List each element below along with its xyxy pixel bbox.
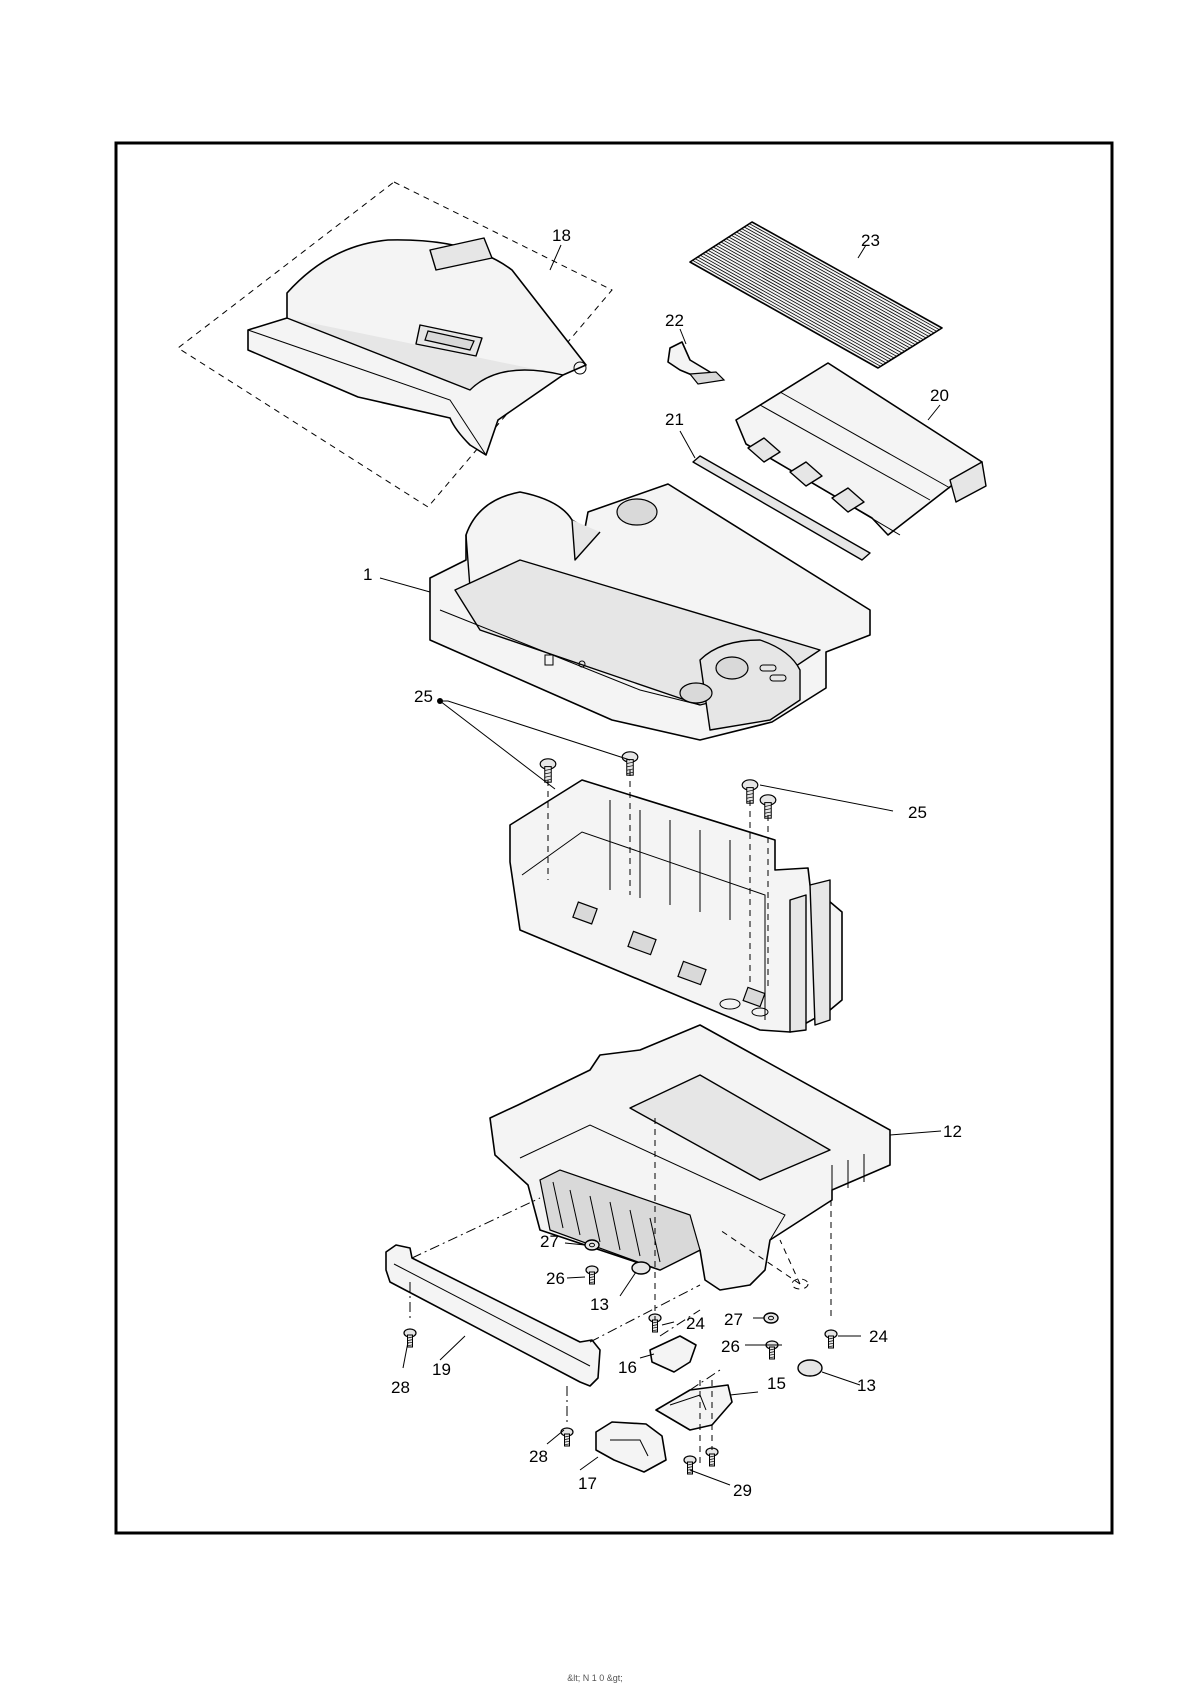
label-24-right: 24 bbox=[869, 1327, 888, 1346]
label-15: 15 bbox=[767, 1374, 786, 1393]
label-27-right: 27 bbox=[724, 1310, 743, 1329]
foot-13-b bbox=[798, 1360, 822, 1376]
label-20: 20 bbox=[930, 386, 949, 405]
page-footer: &lt; N 1 0 &gt; bbox=[567, 1673, 623, 1683]
label-28-left: 28 bbox=[391, 1378, 410, 1397]
label-25-right: 25 bbox=[908, 803, 927, 822]
part-17-bracket bbox=[596, 1422, 666, 1472]
foot-13-a bbox=[632, 1262, 650, 1274]
label-24-left: 24 bbox=[686, 1314, 705, 1333]
label-26-right: 26 bbox=[721, 1337, 740, 1356]
part-23-grille bbox=[690, 222, 942, 368]
label-12: 12 bbox=[943, 1122, 962, 1141]
part-16-bracket bbox=[650, 1336, 696, 1372]
part-22-clip bbox=[668, 342, 724, 384]
part-19-front-bezel bbox=[386, 1245, 600, 1386]
washer-27-b bbox=[764, 1313, 778, 1323]
middle-frame bbox=[510, 780, 842, 1032]
part-15-bracket bbox=[656, 1385, 732, 1430]
label-19: 19 bbox=[432, 1360, 451, 1379]
label-25-upper: 25 bbox=[414, 687, 433, 706]
label-29: 29 bbox=[733, 1481, 752, 1500]
label-1: 1 bbox=[363, 565, 372, 584]
part-18-top-cover bbox=[178, 182, 612, 507]
label-26-left: 26 bbox=[546, 1269, 565, 1288]
label-22: 22 bbox=[665, 311, 684, 330]
label-18: 18 bbox=[552, 226, 571, 245]
washer-27-a bbox=[585, 1240, 599, 1250]
label-23: 23 bbox=[861, 231, 880, 250]
label-28-right: 28 bbox=[529, 1447, 548, 1466]
label-17: 17 bbox=[578, 1474, 597, 1493]
label-21: 21 bbox=[665, 410, 684, 429]
label-13-right: 13 bbox=[857, 1376, 876, 1395]
label-27-left: 27 bbox=[540, 1232, 559, 1251]
label-13-left: 13 bbox=[590, 1295, 609, 1314]
label-16: 16 bbox=[618, 1358, 637, 1377]
